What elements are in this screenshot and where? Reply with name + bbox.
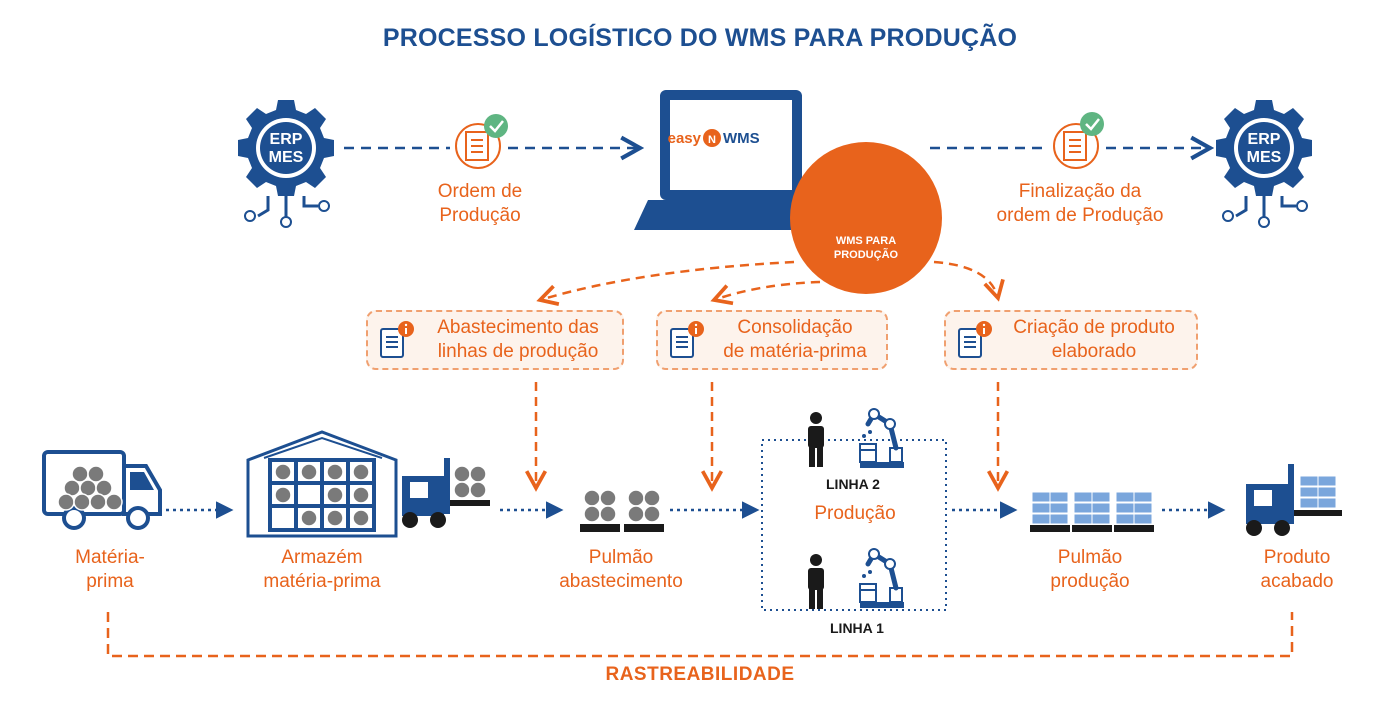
stage-label-supply-buffer-line-2: abastecimento bbox=[559, 571, 683, 592]
stage-label-raw-material-line-1: Matéria- bbox=[75, 547, 145, 568]
task-box-consolidation: Consolidação de matéria-prima bbox=[656, 310, 888, 370]
production-buffer-pallets-icon bbox=[1030, 491, 1154, 532]
production-area-icon bbox=[761, 409, 947, 611]
finish-label: Finalização da ordem de Produção bbox=[970, 180, 1190, 228]
stage-label-production-buffer: Pulmão produção bbox=[1010, 546, 1170, 594]
worker-icon-line-1 bbox=[808, 554, 824, 609]
erp-mes-right-gear-icon: ERP MES bbox=[1216, 100, 1312, 228]
task-label-consolidation-line-1: Consolidação bbox=[737, 317, 853, 338]
erp-mes-left-gear-icon: ERP MES bbox=[238, 100, 334, 228]
finish-label-line-1: Finalização da bbox=[1018, 181, 1142, 202]
erp-right-label: ERP bbox=[1248, 131, 1281, 148]
traceability-bracket bbox=[106, 612, 1294, 658]
robot-icon-line-1 bbox=[860, 549, 904, 608]
wms-production-badge bbox=[790, 142, 942, 294]
truck-icon bbox=[42, 450, 162, 530]
mes-right-label: MES bbox=[1247, 149, 1282, 166]
order-label-line-1: Ordem de bbox=[437, 181, 523, 202]
info-document-icon bbox=[380, 321, 414, 358]
order-label: Ordem de Produção bbox=[400, 180, 560, 228]
task-label-consolidation-line-2: de matéria-prima bbox=[723, 341, 867, 362]
badge-label: WMS PARA PRODUÇÃO bbox=[790, 234, 942, 262]
stage-label-supply-buffer: Pulmão abastecimento bbox=[526, 546, 716, 594]
stage-label-warehouse-line-1: Armazém bbox=[281, 547, 363, 568]
laptop-icon: easy N WMS bbox=[634, 90, 830, 230]
task-label-supply: Abastecimento das linhas de produção bbox=[420, 316, 616, 364]
task-label-creation-line-2: elaborado bbox=[1051, 341, 1137, 362]
warehouse-icon bbox=[246, 430, 398, 538]
stage-label-warehouse: Armazém matéria-prima bbox=[222, 546, 422, 594]
task-label-creation-line-1: Criação de produto bbox=[1013, 317, 1175, 338]
line-1-label: LINHA 1 bbox=[830, 620, 884, 636]
stage-label-supply-buffer-line-1: Pulmão bbox=[588, 547, 654, 568]
line-2-label: LINHA 2 bbox=[826, 476, 880, 492]
worker-icon-line-2 bbox=[808, 412, 824, 467]
stage-label-warehouse-line-2: matéria-prima bbox=[263, 571, 381, 592]
stage-label-raw-material-line-2: prima bbox=[86, 571, 134, 592]
stage-label-production-buffer-line-1: Pulmão bbox=[1057, 547, 1123, 568]
laptop-brand-wms: WMS bbox=[723, 130, 760, 147]
stage-label-raw-material: Matéria- prima bbox=[30, 546, 190, 594]
order-label-line-2: Produção bbox=[439, 205, 521, 226]
task-label-supply-line-2: linhas de produção bbox=[437, 341, 599, 362]
info-document-icon bbox=[670, 321, 704, 358]
forklift-with-rolls-icon bbox=[402, 458, 490, 528]
production-label: Produção bbox=[814, 503, 896, 524]
stage-label-finished-product: Produto acabado bbox=[1222, 546, 1372, 594]
supply-buffer-pallets-icon bbox=[580, 489, 664, 532]
traceability-label: RASTREABILIDADE bbox=[605, 664, 795, 685]
stage-label-finished-product-line-1: Produto bbox=[1263, 547, 1331, 568]
finish-label-line-2: ordem de Produção bbox=[996, 205, 1164, 226]
badge-label-line-1: WMS PARA bbox=[835, 235, 897, 247]
task-box-creation: Criação de produto elaborado bbox=[944, 310, 1198, 370]
task-box-supply: Abastecimento das linhas de produção bbox=[366, 310, 624, 370]
arrow-badge-to-task-1 bbox=[540, 260, 795, 300]
arrow-badge-to-task-3 bbox=[933, 260, 998, 298]
info-document-icon bbox=[958, 321, 992, 358]
order-document-icon bbox=[455, 114, 508, 169]
badge-label-line-2: PRODUÇÃO bbox=[833, 249, 899, 261]
stage-label-finished-product-line-2: acabado bbox=[1260, 571, 1334, 592]
finish-document-icon bbox=[1053, 112, 1104, 169]
erp-left-label: ERP bbox=[270, 131, 303, 148]
task-label-consolidation: Consolidação de matéria-prima bbox=[710, 316, 880, 364]
page-title: PROCESSO LOGÍSTICO DO WMS PARA PRODUÇÃO bbox=[382, 24, 1018, 52]
forklift-finished-product-icon bbox=[1246, 464, 1342, 536]
laptop-brand-easy: easy bbox=[668, 130, 702, 147]
robot-icon-line-2 bbox=[860, 409, 904, 468]
task-label-supply-line-1: Abastecimento das bbox=[437, 317, 599, 338]
arrow-badge-to-task-2 bbox=[714, 280, 821, 300]
stage-label-production-buffer-line-2: produção bbox=[1050, 571, 1130, 592]
mes-left-label: MES bbox=[269, 149, 304, 166]
task-label-creation: Criação de produto elaborado bbox=[998, 316, 1190, 364]
svg-text:N: N bbox=[708, 134, 716, 146]
